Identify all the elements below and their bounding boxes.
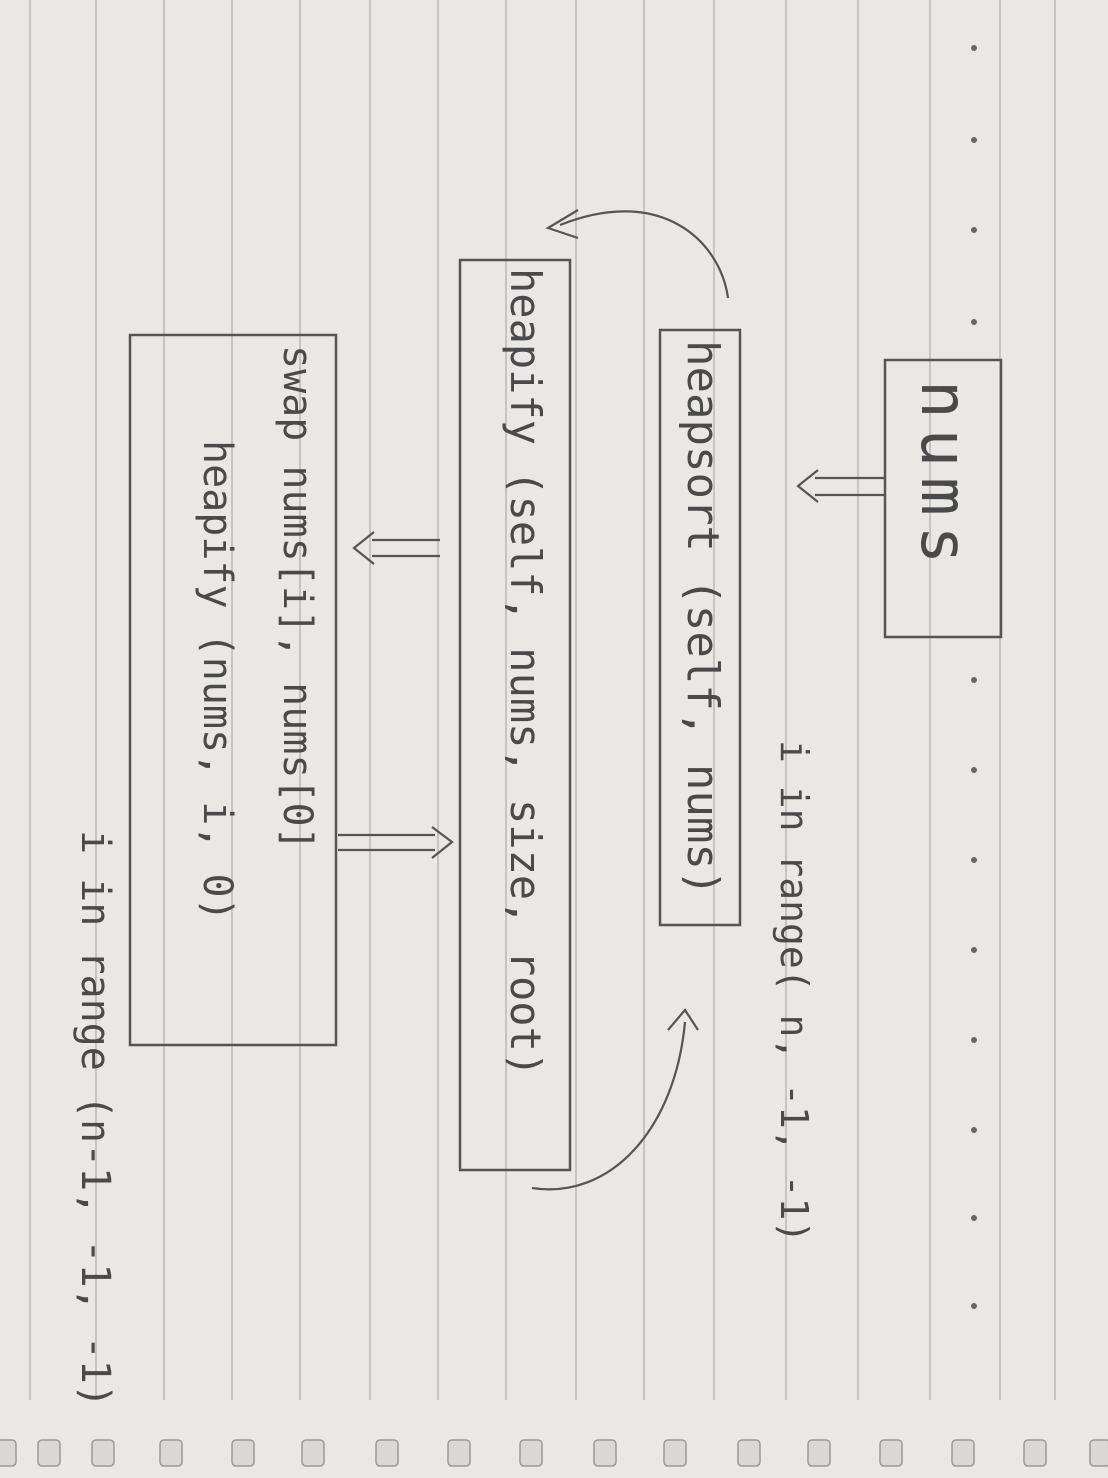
nums-label: nums bbox=[906, 380, 980, 575]
swap-box bbox=[128, 333, 338, 1047]
heapsort-box bbox=[658, 328, 742, 927]
double-arrow-down-icon bbox=[796, 469, 884, 503]
margin-dots bbox=[971, 45, 977, 1309]
ruled-lines bbox=[29, 0, 1056, 1400]
heapify-label: heapify (self, nums, size, root) bbox=[501, 268, 550, 1078]
swap-line1: swap nums[i], nums[0] bbox=[274, 345, 320, 851]
loop-outer-label: i in range( n, -1, -1) bbox=[772, 740, 816, 1244]
nums-box bbox=[883, 358, 1003, 639]
loop-inner-label: i in range (n-1, -1, -1) bbox=[72, 830, 118, 1408]
binding-rings bbox=[0, 1439, 1108, 1467]
double-arrow-down-icon bbox=[352, 531, 440, 565]
curved-loop-arrow-icon bbox=[545, 209, 730, 299]
heapify-box bbox=[458, 258, 572, 1172]
swap-line2: heapify (nums, i, 0) bbox=[194, 440, 240, 922]
heapsort-label: heapsort (self, nums) bbox=[677, 340, 728, 897]
curved-loop-arrow-icon bbox=[531, 1008, 699, 1191]
double-arrow-up-icon bbox=[338, 826, 454, 859]
